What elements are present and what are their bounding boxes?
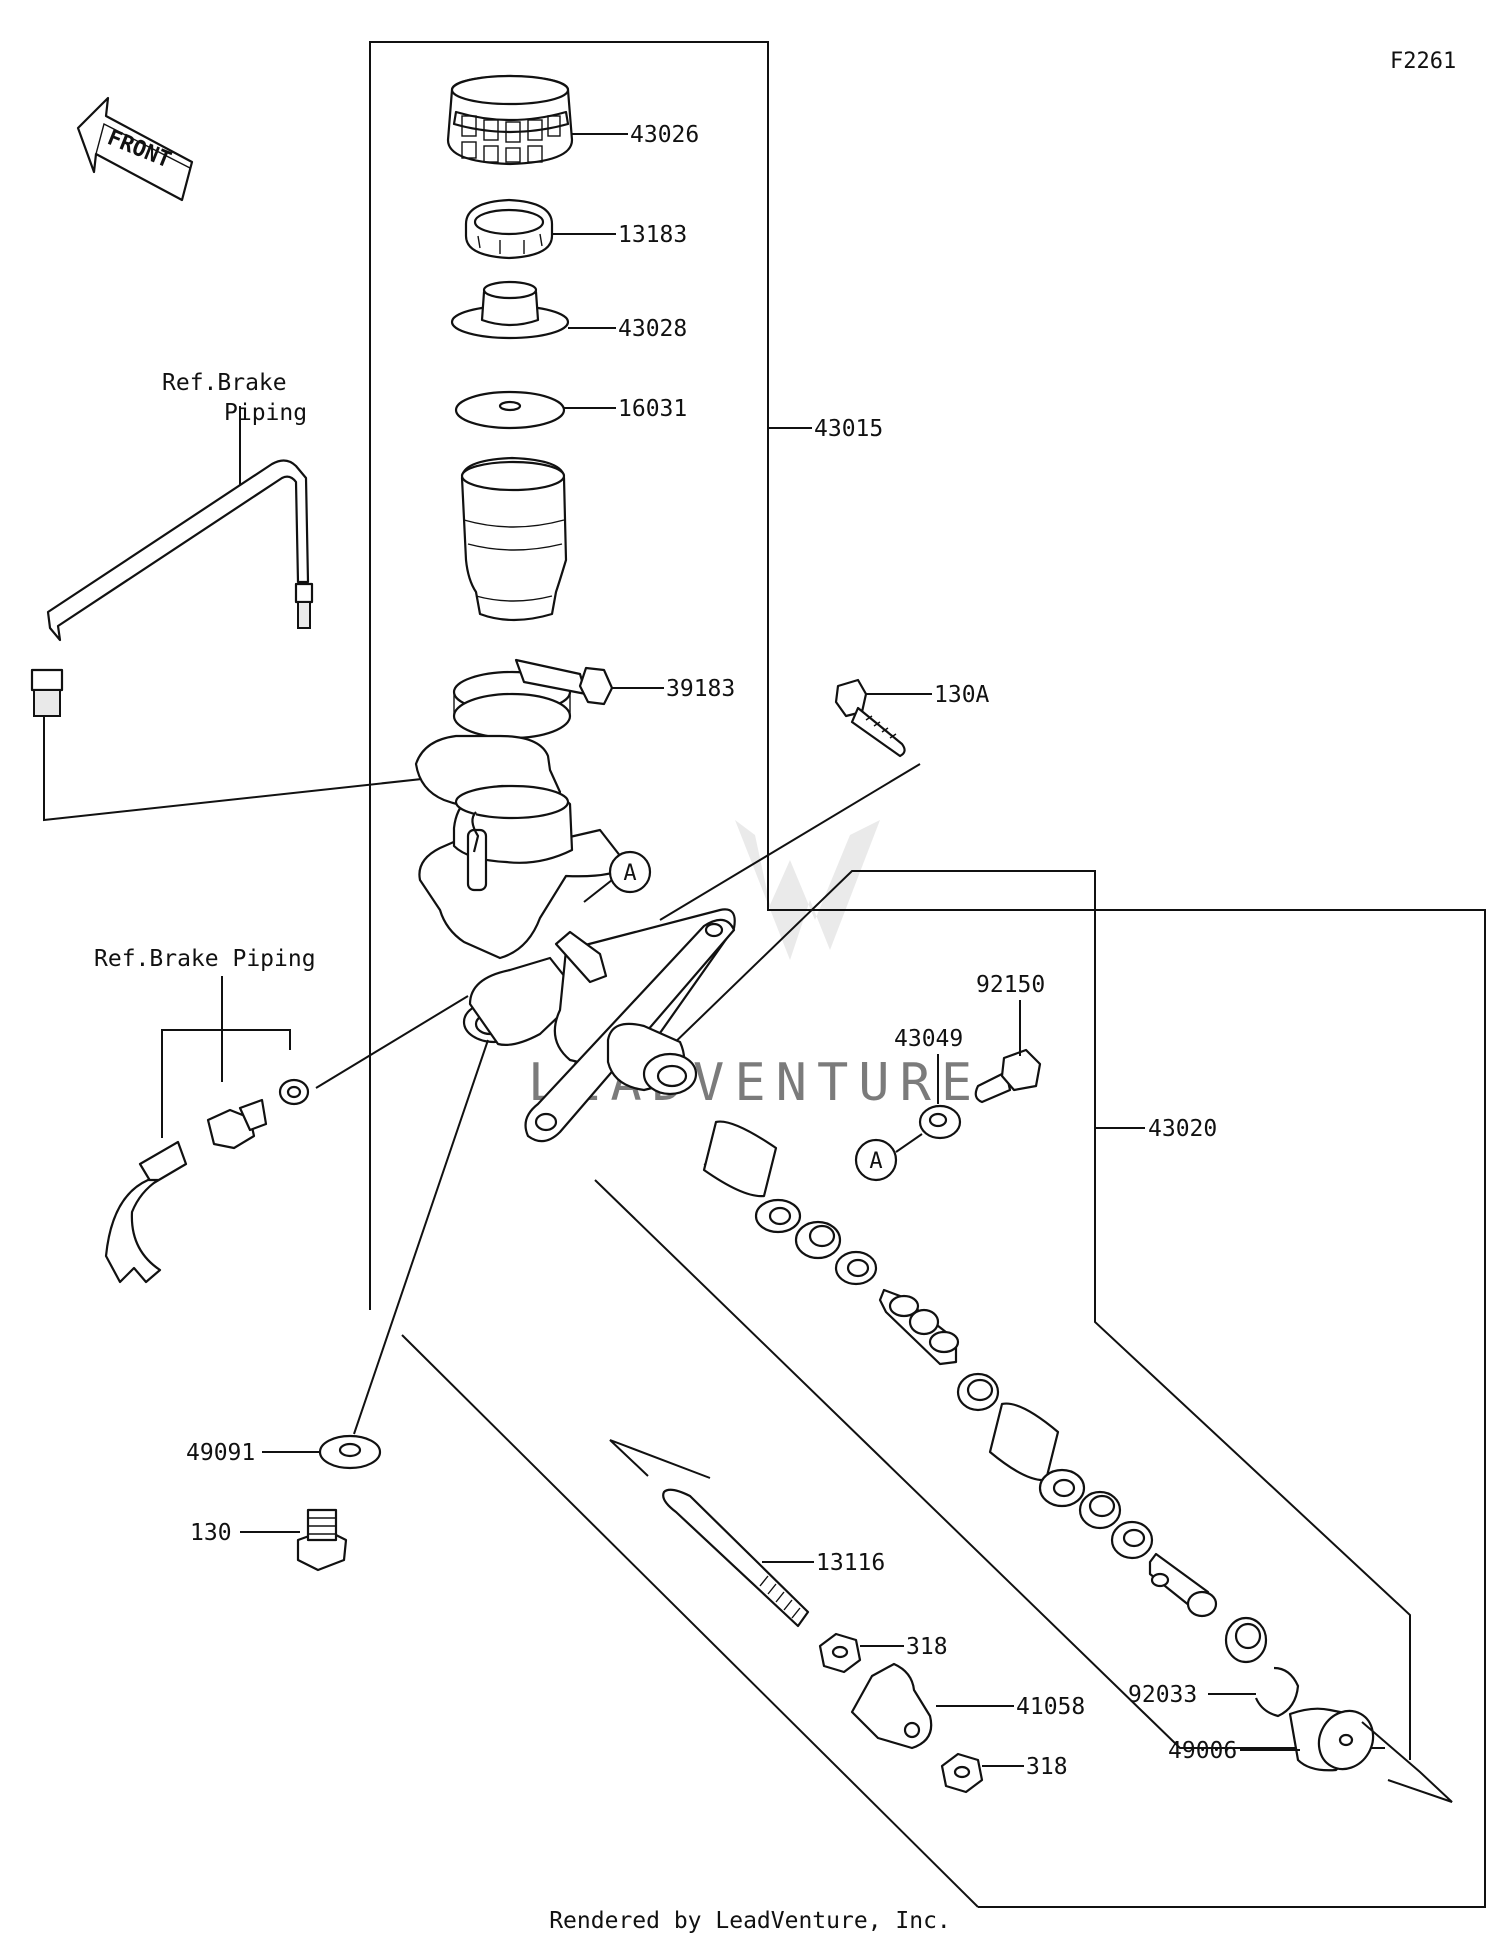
banjo-fitting [206, 1078, 310, 1150]
assembly-bracket-43015 [369, 41, 1486, 1908]
label-92150: 92150 [976, 972, 1045, 998]
spring-seat-lower [1038, 1468, 1086, 1508]
label-43020: 43020 [1148, 1116, 1217, 1142]
reservoir-body [460, 456, 568, 622]
spring-lower [988, 1402, 1060, 1482]
push-rod [662, 1488, 810, 1628]
label-16031: 16031 [618, 396, 687, 422]
marker-a-top: A [608, 850, 652, 894]
piston-end-cup [1224, 1616, 1268, 1664]
label-43026: 43026 [630, 122, 699, 148]
clevis-41058 [850, 1662, 933, 1750]
label-39183: 39183 [666, 676, 735, 702]
label-13116: 13116 [816, 1550, 885, 1576]
label-130: 130 [190, 1520, 232, 1546]
primary-piston [878, 1288, 960, 1366]
ref-brake-piping-top-line2: Piping [224, 400, 307, 426]
brake-pipe-top [30, 459, 314, 717]
cup-seal-3 [1078, 1490, 1122, 1530]
plug-130 [296, 1508, 348, 1572]
piston-cup [956, 1372, 1000, 1412]
cup-seal-2 [834, 1250, 878, 1286]
cup-seal-4 [1110, 1520, 1154, 1560]
reservoir-diaphragm [450, 280, 570, 340]
ref-brake-piping-left: Ref.Brake Piping [94, 946, 316, 972]
cup-seal-1 [794, 1220, 842, 1260]
label-13183: 13183 [618, 222, 687, 248]
brake-hose-end [104, 1140, 188, 1284]
ref-brake-piping-top-line1: Ref.Brake [162, 370, 287, 396]
label-43015: 43015 [814, 416, 883, 442]
spring-seat [754, 1198, 802, 1234]
label-49091: 49091 [186, 1440, 255, 1466]
diagram-code: F2261 [1390, 49, 1456, 74]
bleeder-screw [974, 1048, 1042, 1104]
label-43028: 43028 [618, 316, 687, 342]
label-49006: 49006 [1168, 1738, 1237, 1764]
label-92033: 92033 [1128, 1682, 1197, 1708]
circlip-92033 [1254, 1666, 1300, 1718]
label-318-upper: 318 [906, 1634, 948, 1660]
bleeder-cap [918, 1104, 962, 1140]
hose-clamp [452, 658, 614, 740]
reservoir-cap [446, 74, 574, 166]
bolt-130a [834, 678, 906, 758]
front-arrow-icon: FRONT [76, 96, 194, 202]
label-130a: 130A [934, 682, 990, 708]
nut-318-lower [940, 1752, 984, 1794]
marker-a-bottom: A [854, 1138, 898, 1182]
footer-credit: Rendered by LeadVenture, Inc. [549, 1908, 951, 1934]
diaphragm-plate [454, 390, 566, 430]
master-cylinder-body [414, 734, 736, 1143]
boot-49006 [1288, 1707, 1375, 1772]
label-318-lower: 318 [1026, 1754, 1068, 1780]
label-43049: 43049 [894, 1026, 963, 1052]
label-41058: 41058 [1016, 1694, 1085, 1720]
secondary-piston [1148, 1552, 1218, 1618]
assembly-bracket-43020 [594, 870, 1411, 1760]
spring-upper [702, 1120, 778, 1198]
washer-49091 [318, 1434, 382, 1470]
reservoir-ring [464, 198, 554, 260]
svg-text:A: A [869, 1149, 882, 1174]
assembly-bracket-lower [401, 1334, 979, 1908]
svg-text:A: A [623, 861, 636, 886]
nut-318-upper [818, 1632, 862, 1674]
